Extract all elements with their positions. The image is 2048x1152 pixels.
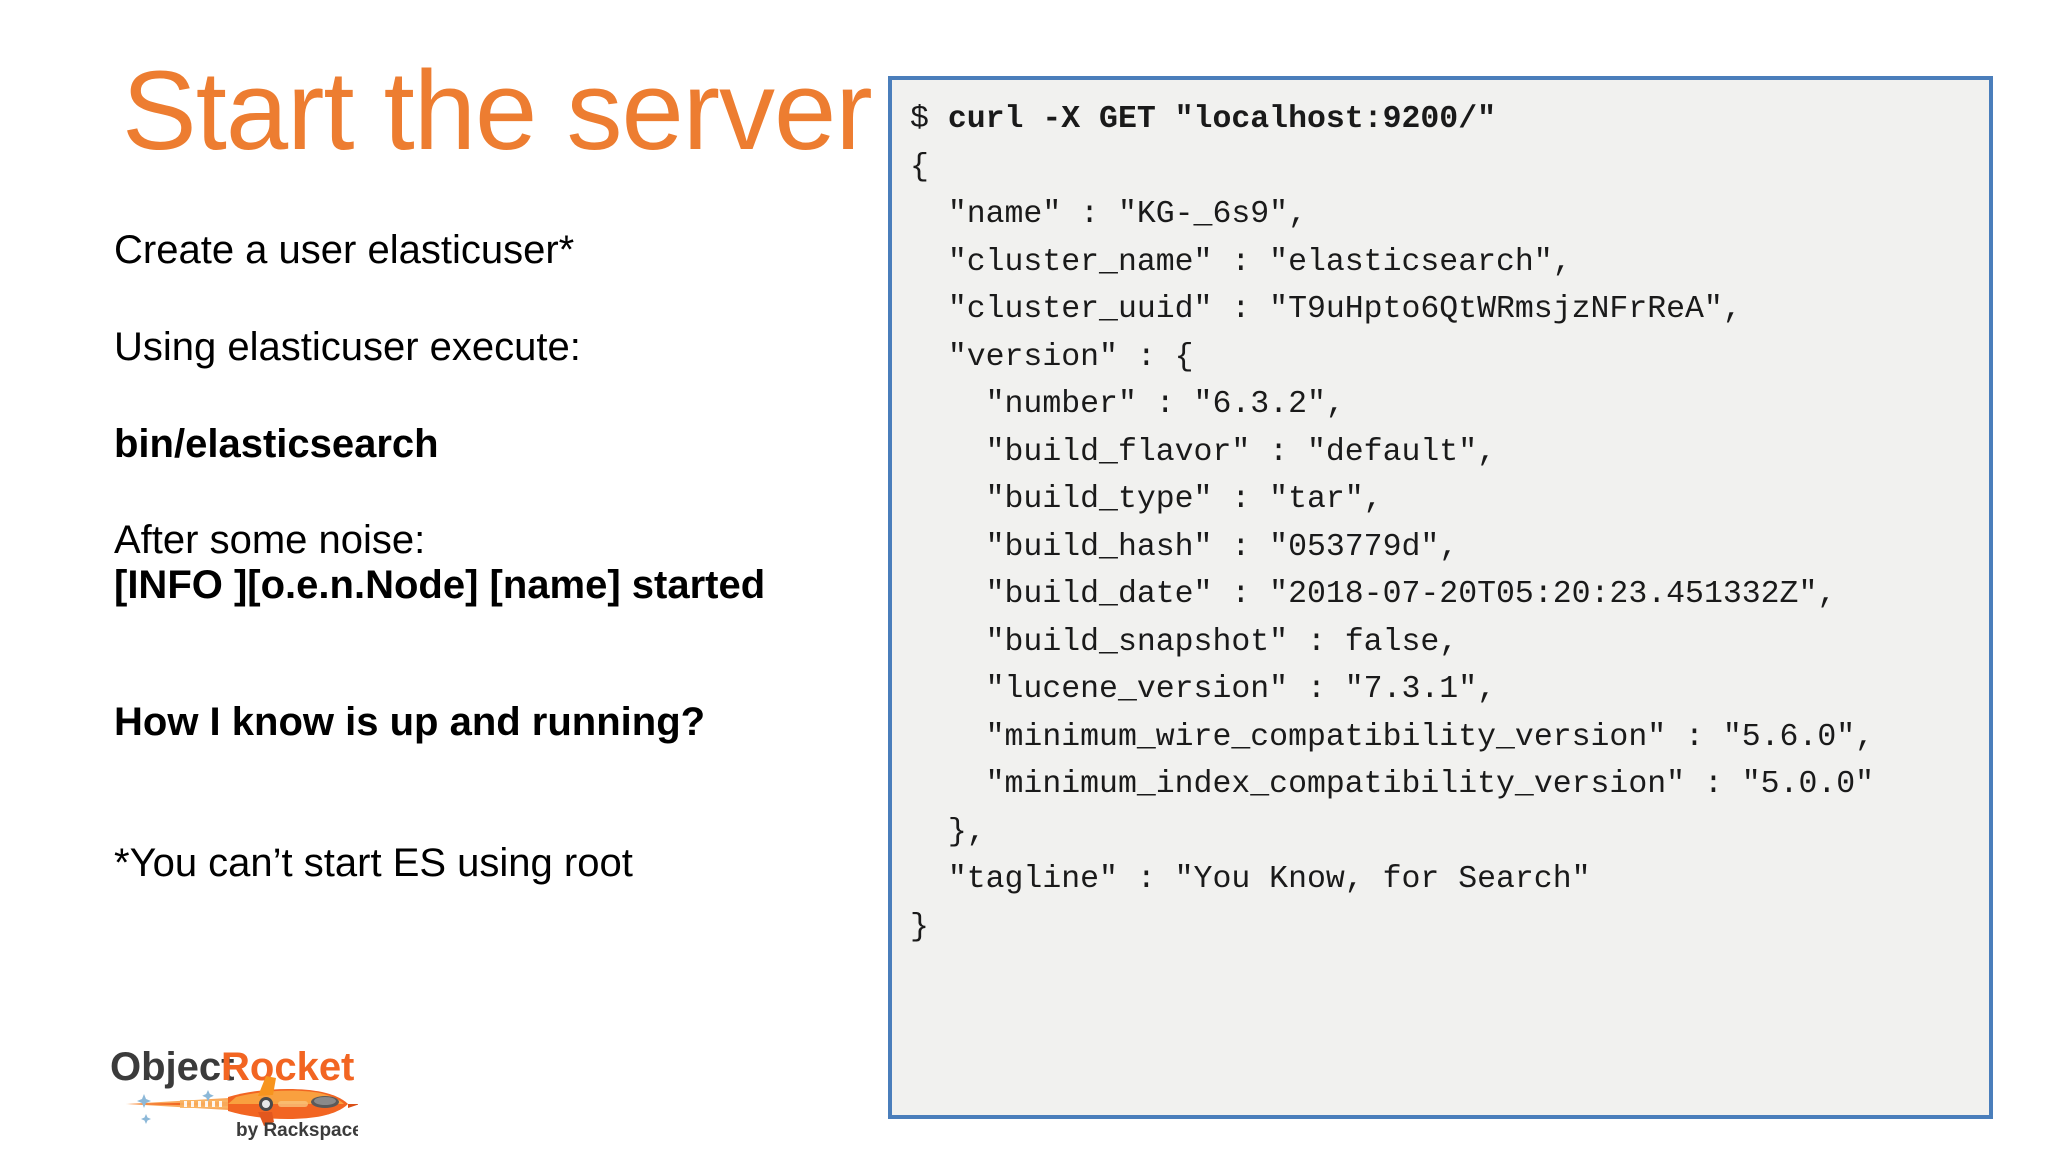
terminal-code-block: $ curl -X GET "localhost:9200/" { "name"… — [888, 76, 1993, 1119]
text-info-node-started: [INFO ][o.e.n.Node] [name] started — [114, 563, 766, 608]
spacer — [114, 466, 874, 518]
shell-prompt: $ — [910, 102, 948, 137]
spacer — [114, 745, 874, 841]
text-after-some-noise: After some noise: — [114, 518, 426, 563]
objectrocket-logo-graphic: Object Rocket — [110, 1045, 358, 1140]
shell-command: curl -X GET "localhost:9200/" — [947, 102, 1497, 137]
logo-word-rocket: Rocket — [221, 1045, 354, 1089]
sparkle-icon — [137, 1090, 214, 1124]
page-title: Start the server — [122, 48, 873, 173]
text-footnote-root: *You can’t start ES using root — [114, 840, 633, 885]
logo-word-object: Object — [110, 1045, 234, 1089]
text-how-i-know: How I know is up and running? — [114, 699, 706, 744]
text-bin-elasticsearch: bin/elasticsearch — [114, 421, 439, 466]
json-output: { "name" : "KG-_6s9", "cluster_name" : "… — [910, 149, 1875, 945]
text-create-user: Create a user elasticuser* — [114, 228, 575, 272]
terminal-text: $ curl -X GET "localhost:9200/" { "name"… — [910, 96, 1979, 951]
rocket-icon — [228, 1076, 358, 1126]
rocket-trail-icon — [126, 1090, 228, 1124]
spacer — [114, 273, 874, 325]
spacer — [114, 608, 874, 700]
spacer — [114, 370, 874, 422]
text-using-elasticuser: Using elasticuser execute: — [114, 324, 581, 369]
logo-tagline: by Rackspace — [236, 1120, 358, 1140]
left-content-column: Create a user elasticuser* Using elastic… — [114, 228, 874, 886]
objectrocket-logo: Object Rocket — [108, 1040, 358, 1140]
